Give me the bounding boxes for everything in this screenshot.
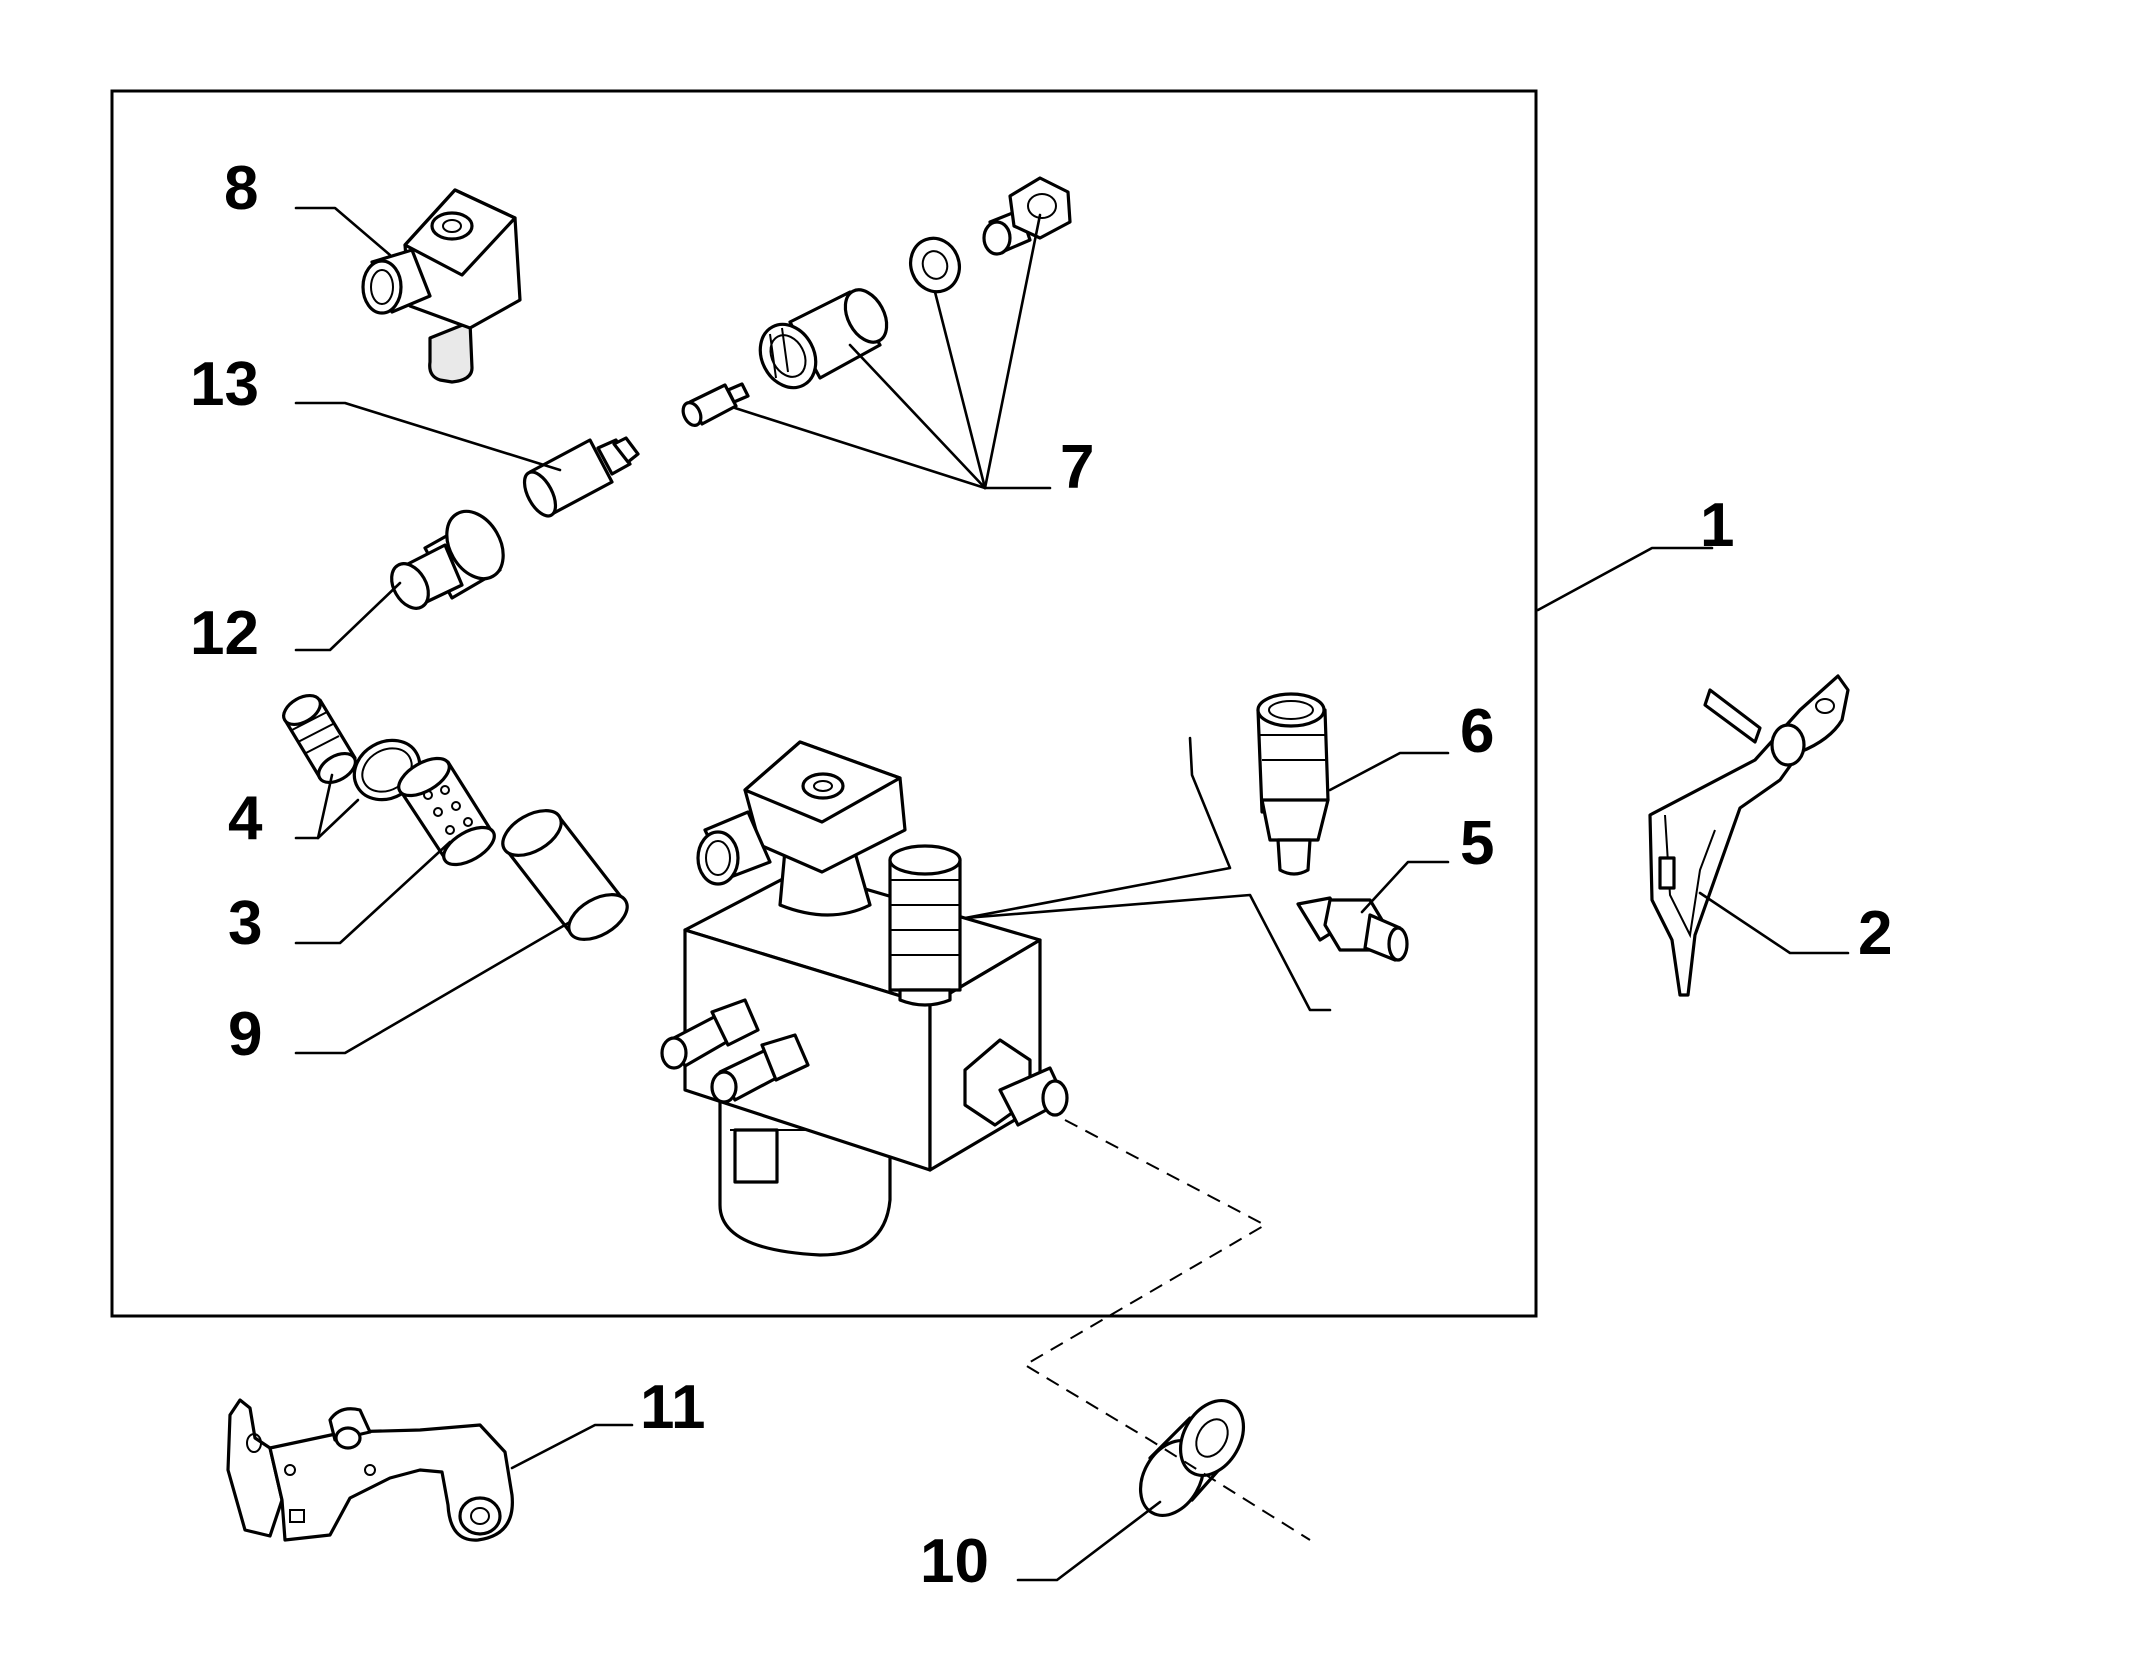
part-12-bushing bbox=[390, 509, 505, 610]
assembly-frame bbox=[110, 89, 1538, 1318]
callout-10: 10 bbox=[920, 1527, 989, 1596]
callout-11: 11 bbox=[640, 1373, 706, 1442]
callout-2: 2 bbox=[1858, 899, 1892, 968]
part-9-sleeve bbox=[501, 809, 629, 941]
part-6-pressure-switch bbox=[1256, 692, 1330, 876]
callout-6: 6 bbox=[1460, 697, 1494, 766]
part-13-valve-cartridge bbox=[522, 436, 640, 518]
part-7-fitting-set bbox=[681, 176, 1072, 427]
callout-13: 13 bbox=[190, 350, 259, 419]
callout-7: 7 bbox=[1060, 433, 1094, 502]
part-5-sensor bbox=[1296, 896, 1409, 962]
part-2-bracket bbox=[1648, 674, 1850, 997]
part-8-connector bbox=[361, 188, 522, 384]
callout-9: 9 bbox=[228, 1000, 262, 1069]
part-11-support-bracket bbox=[226, 1398, 514, 1542]
part-3-filter bbox=[397, 756, 496, 867]
part-10-grommet bbox=[1138, 1399, 1246, 1517]
main-hydraulic-unit bbox=[660, 740, 1069, 1257]
callout-1: 1 bbox=[1700, 491, 1734, 560]
callout-5: 5 bbox=[1460, 809, 1494, 878]
hose-routing-line bbox=[1023, 1119, 1311, 1541]
callout-4: 4 bbox=[228, 784, 263, 853]
callout-12: 12 bbox=[190, 599, 259, 668]
callout-8: 8 bbox=[224, 154, 258, 223]
callout-3: 3 bbox=[228, 889, 262, 958]
leader-lines bbox=[294, 206, 1850, 1582]
